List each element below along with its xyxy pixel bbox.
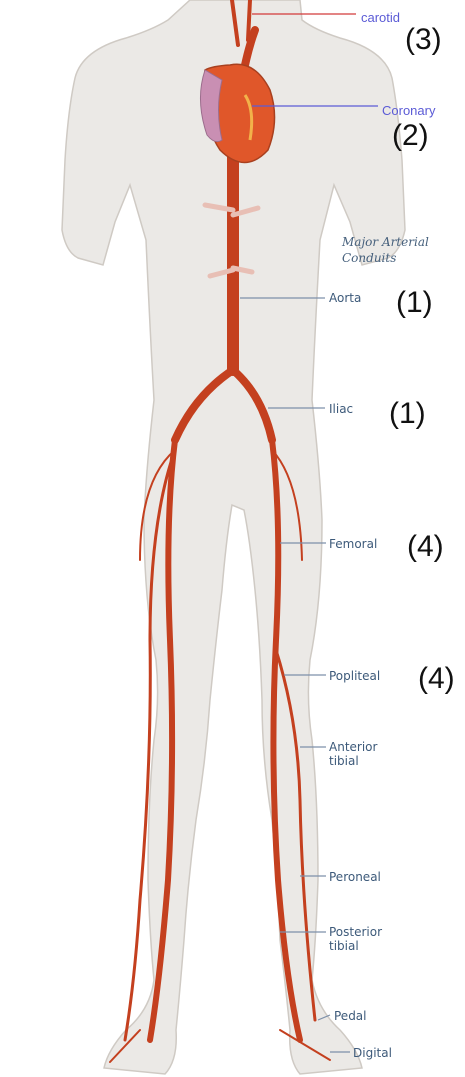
label-carotid: carotid xyxy=(361,11,400,25)
carotid-artery xyxy=(248,0,250,40)
number-popliteal: (4) xyxy=(418,663,455,695)
label-coronary: Coronary xyxy=(382,104,435,118)
diagram-heading: Major Arterial Conduits xyxy=(342,234,452,266)
label-anterior-tibial: Anterior tibial xyxy=(329,740,389,768)
label-pedal: Pedal xyxy=(334,1009,367,1023)
number-carotid: (3) xyxy=(405,24,442,56)
number-aorta: (1) xyxy=(396,287,433,319)
label-iliac: Iliac xyxy=(329,402,353,416)
label-femoral: Femoral xyxy=(329,537,377,551)
label-peroneal: Peroneal xyxy=(329,870,381,884)
label-aorta: Aorta xyxy=(329,291,361,305)
label-digital: Digital xyxy=(353,1046,392,1060)
number-femoral: (4) xyxy=(407,531,444,563)
number-coronary: (2) xyxy=(392,120,429,152)
number-iliac: (1) xyxy=(389,398,426,430)
label-popliteal: Popliteal xyxy=(329,669,380,683)
label-posterior-tibial: Posterior tibial xyxy=(329,925,389,953)
